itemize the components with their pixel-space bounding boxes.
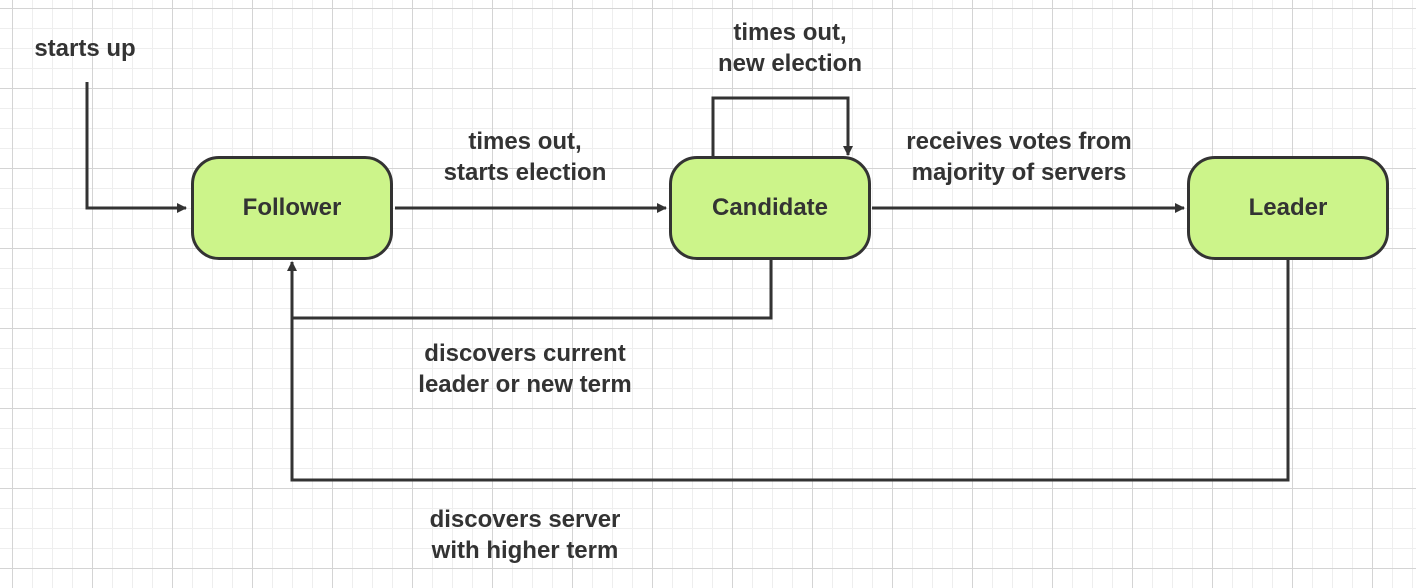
arrow-candidate-self-loop [711,96,853,156]
discovers-server-higher-term-label: discovers server with higher term [429,506,621,564]
starts-up-label: starts up [34,35,136,62]
candidate-state-node: Candidate [669,156,871,260]
leader-label: Leader [1248,194,1328,221]
times-out-new-election-label: times out, new election [717,19,863,77]
follower-label: Follower [242,194,342,221]
candidate-label: Candidate [711,194,828,221]
arrow-leader-to-follower [290,260,1290,482]
receives-votes-label: receives votes from majority of servers [906,128,1132,186]
leader-state-node: Leader [1187,156,1389,260]
follower-state-node: Follower [191,156,393,260]
times-out-starts-election-label: times out, starts election [443,128,607,186]
discovers-current-leader-label: discovers current leader or new term [418,340,632,398]
arrow-startup-to-follower [85,82,187,213]
arrow-candidate-to-follower [287,260,773,320]
